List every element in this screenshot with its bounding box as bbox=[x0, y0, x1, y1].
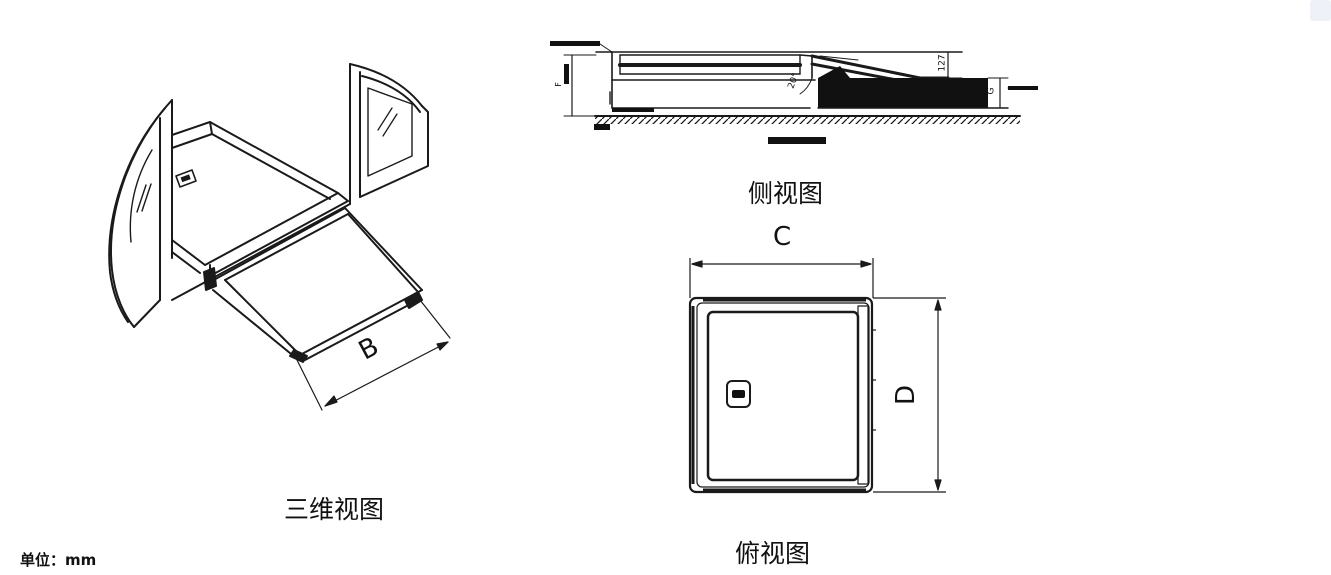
dimension-d-label: D bbox=[891, 384, 922, 406]
unit-label: 单位：mm bbox=[20, 551, 97, 569]
side-view bbox=[550, 41, 1038, 144]
dimension-c-label: C bbox=[773, 222, 792, 252]
side-view-caption: 侧视图 bbox=[748, 179, 824, 208]
step-block bbox=[818, 78, 988, 108]
iso-view bbox=[108, 63, 451, 411]
dimension-d-line bbox=[873, 297, 946, 493]
right-door bbox=[171, 63, 429, 301]
corner-widget bbox=[1310, 0, 1331, 21]
left-door bbox=[108, 99, 173, 328]
top-view bbox=[688, 258, 946, 494]
handle-slot bbox=[726, 380, 751, 408]
dimension-127-label: 127 bbox=[937, 54, 948, 72]
floor-hatch bbox=[595, 116, 1020, 124]
top-outer-frame bbox=[688, 296, 874, 494]
dimension-c-line bbox=[689, 258, 874, 298]
dimension-f-label: F bbox=[553, 82, 563, 87]
top-view-caption: 俯视图 bbox=[735, 539, 811, 568]
ramp-frame bbox=[171, 121, 349, 286]
dimension-g-label: G bbox=[986, 87, 997, 95]
iso-view-caption: 三维视图 bbox=[284, 495, 385, 524]
top-inner-panel bbox=[706, 310, 860, 482]
dimension-b-line bbox=[295, 299, 451, 411]
ramp-plate bbox=[203, 207, 423, 363]
